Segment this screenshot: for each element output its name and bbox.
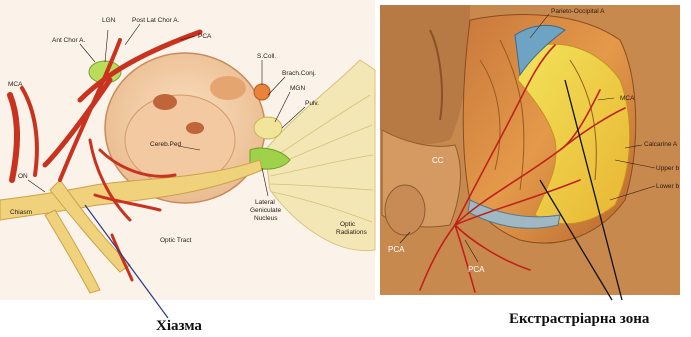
label-pca-right-bottom: PCA — [468, 265, 485, 274]
label-pulv: Pulv. — [305, 100, 319, 107]
label-lateral: Lateral — [255, 199, 275, 206]
label-geniculate: Geniculate — [250, 207, 281, 214]
label-nucleus: Nucleus — [254, 215, 278, 222]
label-post-lat-chor: Post Lat Chor A. — [132, 17, 180, 24]
label-s-coll: S.Coll. — [257, 53, 276, 60]
label-lgn: LGN — [102, 17, 116, 24]
label-mgn: MGN — [290, 85, 305, 92]
label-pca-right-left: PCA — [388, 245, 405, 254]
label-mca-left: MCA — [8, 81, 23, 88]
label-parieto-occipital: Parieto-Occipital A — [551, 8, 605, 15]
label-chiasm: Chiasm — [10, 209, 32, 216]
label-upper-b: Upper b — [656, 165, 680, 172]
caption-chiasm: Хіазма — [156, 318, 202, 334]
chiasm-figure: LGN Post Lat Chor A. Ant Chor A. PCA MCA… — [0, 0, 375, 318]
label-cc: CC — [432, 156, 444, 165]
label-radiations: Radiations — [336, 229, 367, 236]
caption-extrastriate-zone: Екстрастріарна зона — [509, 311, 650, 327]
label-mca-right: MCA — [620, 95, 635, 102]
label-cereb-ped: Cereb.Ped — [150, 141, 181, 148]
label-brach-conj: Brach.Conj. — [282, 70, 316, 77]
label-optic-tract: Optic Tract — [160, 237, 192, 244]
label-ant-chor: Ant Chor A. — [52, 37, 85, 44]
label-lower-b: Lower b — [656, 183, 680, 190]
label-pca-left: PCA — [198, 33, 212, 40]
label-calcarine: Calcarine A — [644, 141, 678, 148]
occipital-cortex-figure: Parieto-Occipital A MCA Calcarine A Uppe… — [380, 5, 680, 300]
label-on: ON — [18, 173, 28, 180]
label-optic: Optic — [340, 221, 356, 228]
